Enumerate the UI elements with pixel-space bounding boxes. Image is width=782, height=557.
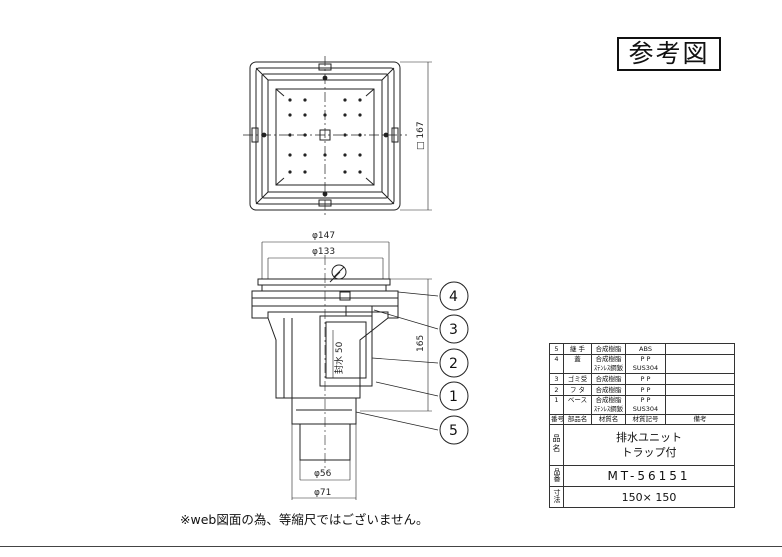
section-view xyxy=(251,255,399,470)
table-row: 2 フ タ 合成樹脂 P P xyxy=(549,384,735,396)
part-material: 合成樹脂ｽﾃﾝﾚｽ鋼鈑 xyxy=(591,354,626,374)
model-label: 品番 xyxy=(549,465,564,487)
title-row: 品名 排水ユニットトラップ付 xyxy=(549,424,735,466)
callout-3: 3 xyxy=(449,322,458,338)
part-code: ABS xyxy=(625,343,666,355)
part-code: P P xyxy=(625,384,666,396)
part-no: 3 xyxy=(549,373,564,385)
callout-5: 5 xyxy=(449,423,458,439)
outer-diameter-label: φ147 xyxy=(312,231,335,241)
callout-4: 4 xyxy=(449,289,458,305)
size-label: 寸法 xyxy=(549,486,564,508)
part-remark xyxy=(665,395,735,415)
pipe-outer-diameter-label: φ71 xyxy=(314,488,331,498)
header-remark: 備考 xyxy=(665,414,735,425)
header-material: 材質名 xyxy=(591,414,626,425)
product-name-label: 品名 xyxy=(549,424,564,466)
inner-diameter-label: φ133 xyxy=(312,247,335,257)
part-no: 1 xyxy=(549,395,564,415)
part-remark xyxy=(665,373,735,385)
part-name: ゴミ受 xyxy=(563,373,592,385)
size-value: 150× 150 xyxy=(563,486,735,508)
table-row: 3 ゴミ受 合成樹脂 P P xyxy=(549,373,735,385)
part-material: 合成樹脂 xyxy=(591,384,626,396)
part-no: 4 xyxy=(549,354,564,374)
part-name: ベース xyxy=(563,395,592,415)
reference-drawing-stamp: 参考図 xyxy=(617,37,721,71)
drain-holes xyxy=(261,75,389,197)
bottom-divider xyxy=(0,546,782,547)
square-dimension-label: □ 167 xyxy=(416,121,426,150)
model-number: MT-56151 xyxy=(563,465,735,487)
part-no: 2 xyxy=(549,384,564,396)
top-view xyxy=(243,56,407,216)
part-remark xyxy=(665,354,735,374)
height-dimension-label: 165 xyxy=(416,335,426,352)
part-no: 5 xyxy=(549,343,564,355)
product-name: 排水ユニットトラップ付 xyxy=(563,424,735,466)
part-name: 継 手 xyxy=(563,343,592,355)
part-name: 蓋 xyxy=(563,354,592,374)
table-header-row: 番号 部品名 材質名 材質記号 備考 xyxy=(549,414,735,425)
size-row: 寸法 150× 150 xyxy=(549,486,735,508)
part-material: 合成樹脂 xyxy=(591,343,626,355)
disclaimer-note: ※web図面の為、等縮尺ではございません。 xyxy=(180,512,429,527)
callout-1: 1 xyxy=(449,389,458,405)
part-name: フ タ xyxy=(563,384,592,396)
part-remark xyxy=(665,384,735,396)
part-material: 合成樹脂ｽﾃﾝﾚｽ鋼鈑 xyxy=(591,395,626,415)
part-material: 合成樹脂 xyxy=(591,373,626,385)
header-no: 番号 xyxy=(549,414,564,425)
header-code: 材質記号 xyxy=(625,414,666,425)
part-code: P P xyxy=(625,373,666,385)
callout-2: 2 xyxy=(449,356,458,372)
water-seal-label: 封水 50 xyxy=(333,341,345,374)
pipe-inner-diameter-label: φ56 xyxy=(314,469,332,479)
header-name: 部品名 xyxy=(563,414,592,425)
table-row: 5 継 手 合成樹脂 ABS xyxy=(549,343,735,355)
part-remark xyxy=(665,343,735,355)
model-row: 品番 MT-56151 xyxy=(549,465,735,487)
